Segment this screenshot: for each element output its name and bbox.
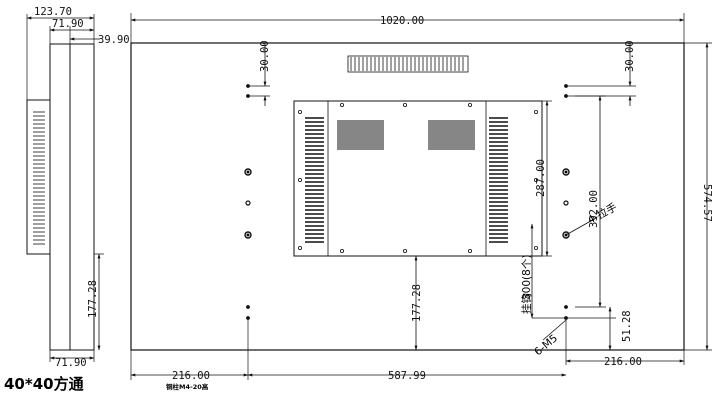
front-view: [130, 42, 685, 351]
box-screw-holes: [297, 103, 539, 253]
dim-depth-lip: 39.90: [98, 34, 130, 46]
side-view: [26, 14, 104, 362]
side-vent-slots: [33, 111, 45, 245]
mesh-panel-left: [337, 120, 384, 150]
dim-bottom-left: 216.00: [172, 370, 210, 382]
dim-box-height: 287.00: [535, 159, 547, 197]
dim-hanger-spacing: 300(8个): [521, 255, 533, 300]
dim-bottom-center: 587.99: [388, 370, 426, 382]
dim-bottom-offset-center: 177.28: [411, 284, 423, 322]
label-hanger: 挂钩: [520, 293, 533, 314]
top-vent-slots: [350, 57, 464, 71]
dim-depth-bottom: 71.90: [55, 357, 87, 369]
top-vent-strip: [347, 55, 469, 73]
front-dimension-lines: [130, 13, 712, 380]
label-post: 铜柱M4-20高: [166, 382, 209, 391]
dim-bottom-offset-right: 51.28: [621, 310, 633, 342]
electronics-box: [293, 100, 543, 257]
dim-depth-total: 123.70: [34, 6, 72, 18]
dim-handle-spacing: 392.00: [588, 190, 600, 228]
box-right-vents: [489, 117, 508, 243]
dim-height-total: 574.57: [701, 184, 713, 222]
dim-depth-body: 71.90: [52, 18, 84, 30]
mesh-panel-right: [428, 120, 475, 150]
side-back-box: [26, 99, 51, 255]
dim-width-total: 1020.00: [380, 15, 424, 27]
dim-mount-top-left: 30.00: [259, 40, 271, 72]
dim-bottom-right: 216.00: [604, 356, 642, 368]
mount-holes: [244, 84, 570, 320]
dim-mount-top-right: 30.00: [624, 40, 636, 72]
front-outline: [130, 42, 685, 351]
label-tube: 40*40方通: [4, 375, 84, 393]
box-left-vents: [305, 117, 324, 243]
dim-bottom-offset-side: 177.28: [87, 280, 99, 318]
label-m5: 6-M5: [532, 332, 560, 358]
